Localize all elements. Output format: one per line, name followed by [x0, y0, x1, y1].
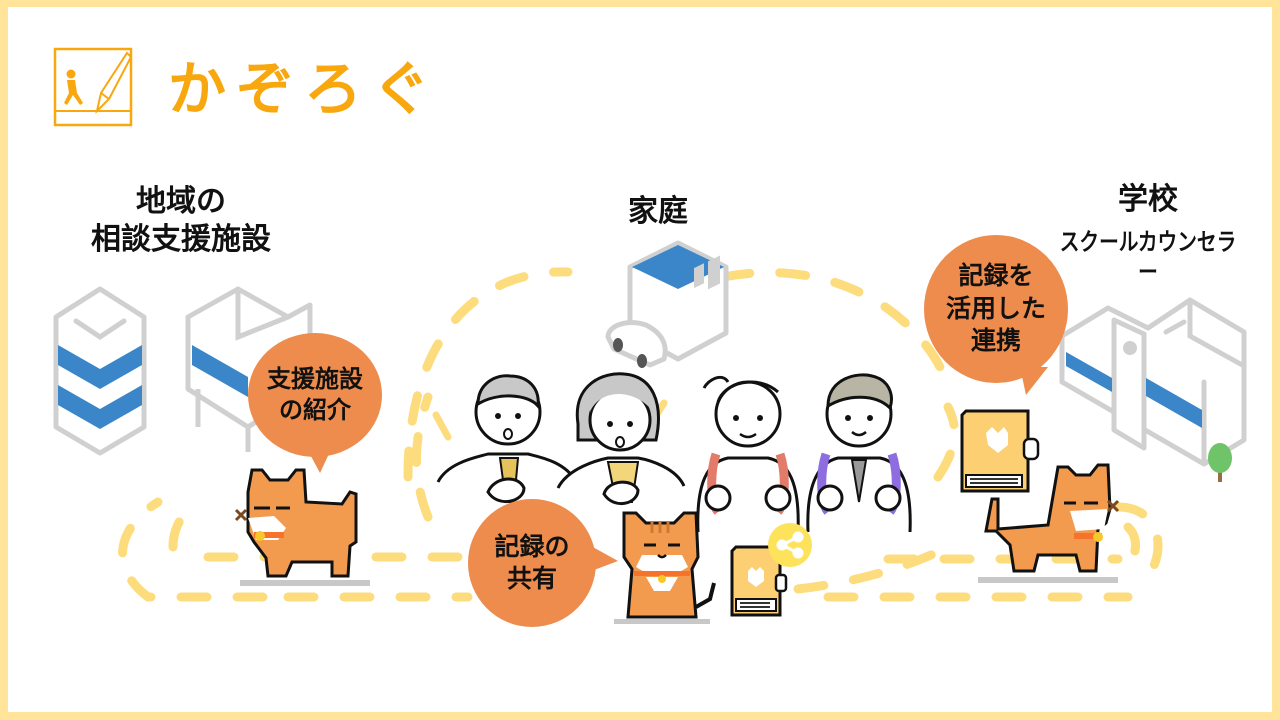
boy-with-backpack-icon: [806, 373, 912, 533]
family-people: [436, 372, 912, 533]
bubble-collaborate-records: 記録を 活用した 連携: [924, 235, 1068, 383]
bubble-introduce-facility: 支援施設 の紹介: [248, 333, 382, 457]
office-buildings-icon: [53, 286, 313, 456]
logo-icon: [53, 47, 133, 127]
school-subtitle: スクールカウンセラー: [1059, 228, 1237, 286]
bubble-line: の紹介: [279, 396, 351, 424]
community-title-line1: 地域の: [136, 184, 226, 219]
bubble-line: 共有: [506, 564, 557, 593]
school-building-icon: [1059, 297, 1247, 482]
notebook-share-icon: [730, 523, 812, 617]
community-title-line2: 相談支援施設: [91, 221, 271, 257]
slide: かぞろぐ 地域の 相談支援施設 家庭 学校 スクールカウンセラー: [8, 7, 1272, 712]
father-icon: [436, 374, 578, 503]
bubble-line: 記録を: [958, 261, 1034, 291]
brand-name: かぞろぐ: [168, 55, 441, 123]
girl-with-backpack-icon: [696, 375, 800, 533]
mother-icon: [556, 372, 686, 505]
walking-person-pencil-icon: [53, 47, 133, 127]
bubble-line: 連携: [970, 326, 1021, 356]
school-heading: 学校: [1118, 182, 1178, 217]
pixel-cat-walking-icon: [234, 468, 370, 586]
bubble-line: 活用した: [945, 293, 1046, 323]
exclaim-mark: [432, 411, 452, 441]
pixel-cat-sitting-icon: [614, 511, 716, 624]
pixel-cat-with-notebook-icon: [960, 409, 1120, 583]
share-icon: [768, 523, 812, 567]
bubble-line: 支援施設: [267, 364, 363, 393]
community-heading: 地域の 相談支援施設: [56, 183, 306, 258]
bubble-share-records: 記録の 共有: [468, 499, 596, 627]
home-heading: 家庭: [628, 194, 688, 229]
house-with-car-icon: [605, 240, 729, 368]
bubble-line: 記録の: [494, 531, 570, 561]
